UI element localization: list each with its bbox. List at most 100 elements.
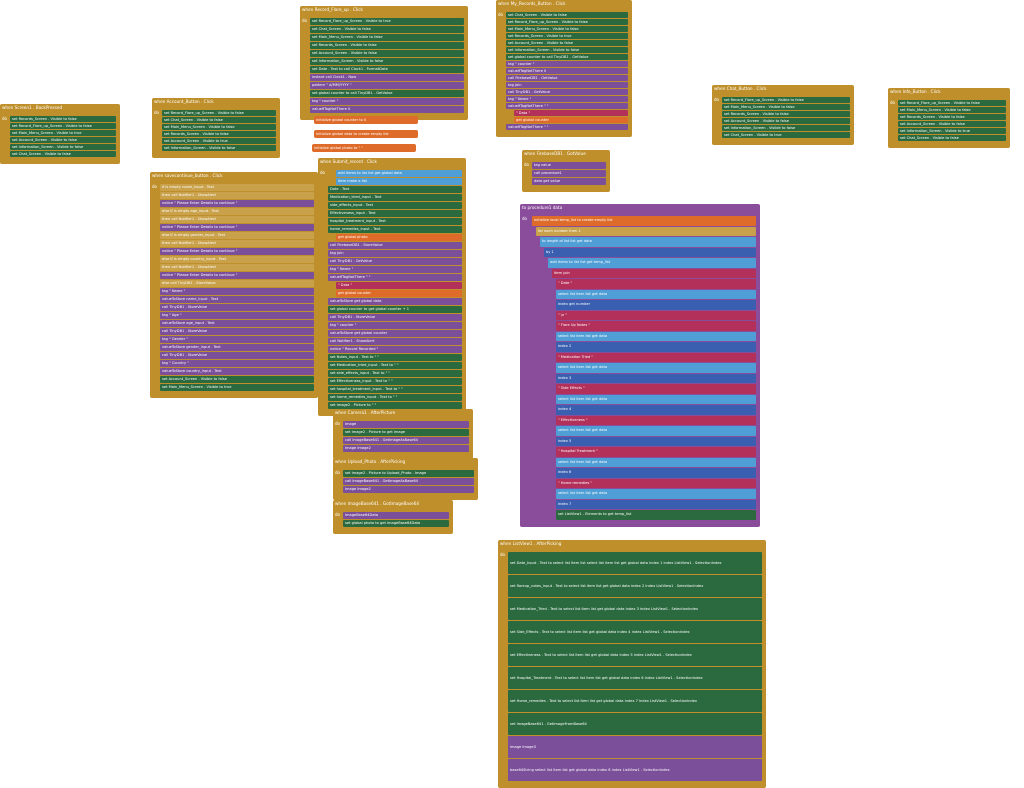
block-row[interactable]: set Main_Menu_Screen . Visible to true: [160, 384, 314, 391]
block-row[interactable]: valueToStore gender_input . Text: [160, 344, 314, 351]
block-row[interactable]: notice " Please Enter Details to continu…: [160, 248, 314, 255]
block-row[interactable]: valueIfTagNotThere " ": [328, 274, 462, 281]
block-row[interactable]: set Main_Menu_Screen . Visible to false: [162, 124, 276, 130]
block-row[interactable]: set Records_Screen . Visible to false: [722, 111, 850, 117]
block-row[interactable]: by 1: [544, 247, 756, 257]
global-initializer[interactable]: initialize global data to create empty l…: [314, 130, 418, 138]
block-row[interactable]: set Records_Screen . Visible to false: [310, 42, 464, 49]
block-row[interactable]: " Side Effects ": [556, 384, 756, 394]
block-row[interactable]: notice " Please Enter Details to continu…: [160, 272, 314, 279]
block-row[interactable]: set Records_Screen . Visible to false: [898, 114, 1006, 120]
block-row[interactable]: " Home remedies ": [556, 478, 756, 488]
block-row[interactable]: set global photo to get imageBase64Data: [343, 520, 449, 527]
block-row[interactable]: set Account_Screen . Visible to false: [10, 137, 116, 143]
block-row[interactable]: item make a list: [336, 178, 462, 185]
block-row[interactable]: tag join: [328, 250, 462, 257]
block-row[interactable]: set Account_Screen . Visible to true: [162, 138, 276, 144]
block-row[interactable]: call TinyDB1 . StoreValue: [160, 352, 314, 359]
block-row[interactable]: set Main_Menu_Screen . Visible to false: [310, 34, 464, 41]
block-row[interactable]: index 4: [556, 405, 756, 415]
block-row[interactable]: if is empty name_input . Text: [160, 184, 314, 191]
block-row[interactable]: tag " Country ": [160, 360, 314, 367]
block-row[interactable]: valueIfTagNotThere " ": [506, 124, 628, 130]
block-row[interactable]: notice " Please Enter Details to continu…: [160, 224, 314, 231]
block-row[interactable]: valueToStore country_input . Text: [160, 368, 314, 375]
block-row[interactable]: set Chat_Screen . Visible to false: [506, 12, 628, 18]
block-row[interactable]: set Hospital_Treatment . Text to select …: [508, 667, 762, 689]
block-row[interactable]: call TinyDB1 . GetValue: [328, 258, 462, 265]
block-row[interactable]: for each number from 1: [536, 226, 756, 236]
block-row[interactable]: tag " Age ": [160, 312, 314, 319]
block-row[interactable]: set Information_Screen . Visible to fals…: [162, 145, 276, 151]
block-row[interactable]: index 2: [556, 342, 756, 352]
block-row[interactable]: " \n ": [556, 310, 756, 320]
block-row[interactable]: set Chat_Screen . Visible to false: [10, 151, 116, 157]
block-row[interactable]: set Chat_Screen . Visible to false: [898, 135, 1006, 141]
block-row[interactable]: imageBase64Data: [343, 512, 449, 519]
block-row[interactable]: to length of list list get data: [540, 237, 756, 247]
block-row[interactable]: set Image2 . Picture to " ": [328, 402, 462, 409]
block-row[interactable]: set global counter to call TinyDB1 . Get…: [310, 90, 464, 97]
block-row[interactable]: get global counter: [336, 290, 462, 297]
block-row[interactable]: set ListView1 . Elements to get temp_lis…: [556, 510, 756, 520]
block-row[interactable]: else call TinyDB1 . StoreValue: [160, 280, 314, 287]
block-row[interactable]: call ImageBase641 . GetImageAsBase64: [343, 437, 469, 444]
block-row[interactable]: set hospital_treatment_input . Text to "…: [328, 386, 462, 393]
block-row[interactable]: set Chat_Screen . Visible to false: [162, 117, 276, 123]
block-row[interactable]: select list item list get data: [556, 394, 756, 404]
block-row[interactable]: set Image2 . Picture to Upload_Photo . I…: [343, 470, 474, 477]
block-row[interactable]: index 5: [556, 436, 756, 446]
block-row[interactable]: " Date ": [556, 279, 756, 289]
block-row[interactable]: valueToStore age_input . Text: [160, 320, 314, 327]
block-row[interactable]: set Record_Flare_up_Screen . Visible to …: [310, 18, 464, 25]
block-row[interactable]: set Records_Screen . Visible to true: [506, 33, 628, 39]
block-row[interactable]: add items to list list get global data: [336, 170, 462, 177]
block-row[interactable]: set Account_Screen . Visible to false: [160, 376, 314, 383]
block-row[interactable]: tag " Gender ": [160, 336, 314, 343]
block-row[interactable]: get global photo: [336, 234, 462, 241]
block-row[interactable]: data get value: [532, 178, 606, 185]
block-row[interactable]: set Record_Flare_up_Screen . Visible to …: [722, 97, 850, 103]
block-row[interactable]: valueToStore get global data: [328, 298, 462, 305]
block-row[interactable]: set Date_Input . Text to select list ite…: [508, 552, 762, 574]
block-row[interactable]: tag value: [532, 162, 606, 169]
block-row[interactable]: Date . Text: [328, 186, 462, 193]
block-row[interactable]: set side_effects_input . Text to " ": [328, 370, 462, 377]
block-row[interactable]: image Image2: [343, 445, 469, 452]
block-row[interactable]: set global counter to get global counter…: [328, 306, 462, 313]
block-row[interactable]: select list item list get data: [556, 426, 756, 436]
block-row[interactable]: " Medication Tried ": [556, 352, 756, 362]
block-row[interactable]: base64String select list item list get g…: [508, 759, 762, 781]
block-row[interactable]: valueToStore get global counter: [328, 330, 462, 337]
block-row[interactable]: " Data ": [336, 282, 462, 289]
block-row[interactable]: instant call Clock1 . Now: [310, 74, 464, 81]
block-row[interactable]: then call Notifier1 . ShowAlert: [160, 240, 314, 247]
block-row[interactable]: set Records_Screen . Visible to false: [162, 131, 276, 137]
block-row[interactable]: index 3: [556, 373, 756, 383]
block-row[interactable]: notice " Please Enter Details to continu…: [160, 200, 314, 207]
block-row[interactable]: set Information_Screen . Visible to fals…: [506, 47, 628, 53]
block-row[interactable]: set Information_Screen . Visible to fals…: [722, 125, 850, 131]
block-row[interactable]: tag " counter ": [310, 98, 464, 105]
block-row[interactable]: " Hospital Treatment ": [556, 447, 756, 457]
block-row[interactable]: set Account_Screen . Visible to false: [310, 50, 464, 57]
block-row[interactable]: hospital_treatment_input . Text: [328, 218, 462, 225]
block-row[interactable]: set Effectiveness_input . Text to " ": [328, 378, 462, 385]
block-row[interactable]: then call Notifier1 . ShowAlert: [160, 192, 314, 199]
block-row[interactable]: set Main_Menu_Screen . Visible to true: [10, 130, 116, 136]
block-row[interactable]: else if is empty age_input . Text: [160, 208, 314, 215]
block-row[interactable]: valueToStore name_input . Text: [160, 296, 314, 303]
block-row[interactable]: get global counter: [514, 117, 628, 123]
block-row[interactable]: tag " counter ": [328, 322, 462, 329]
global-initializer[interactable]: initialize global counter to 0: [314, 116, 418, 124]
block-row[interactable]: valueIfTagNotThere 0: [310, 106, 464, 113]
